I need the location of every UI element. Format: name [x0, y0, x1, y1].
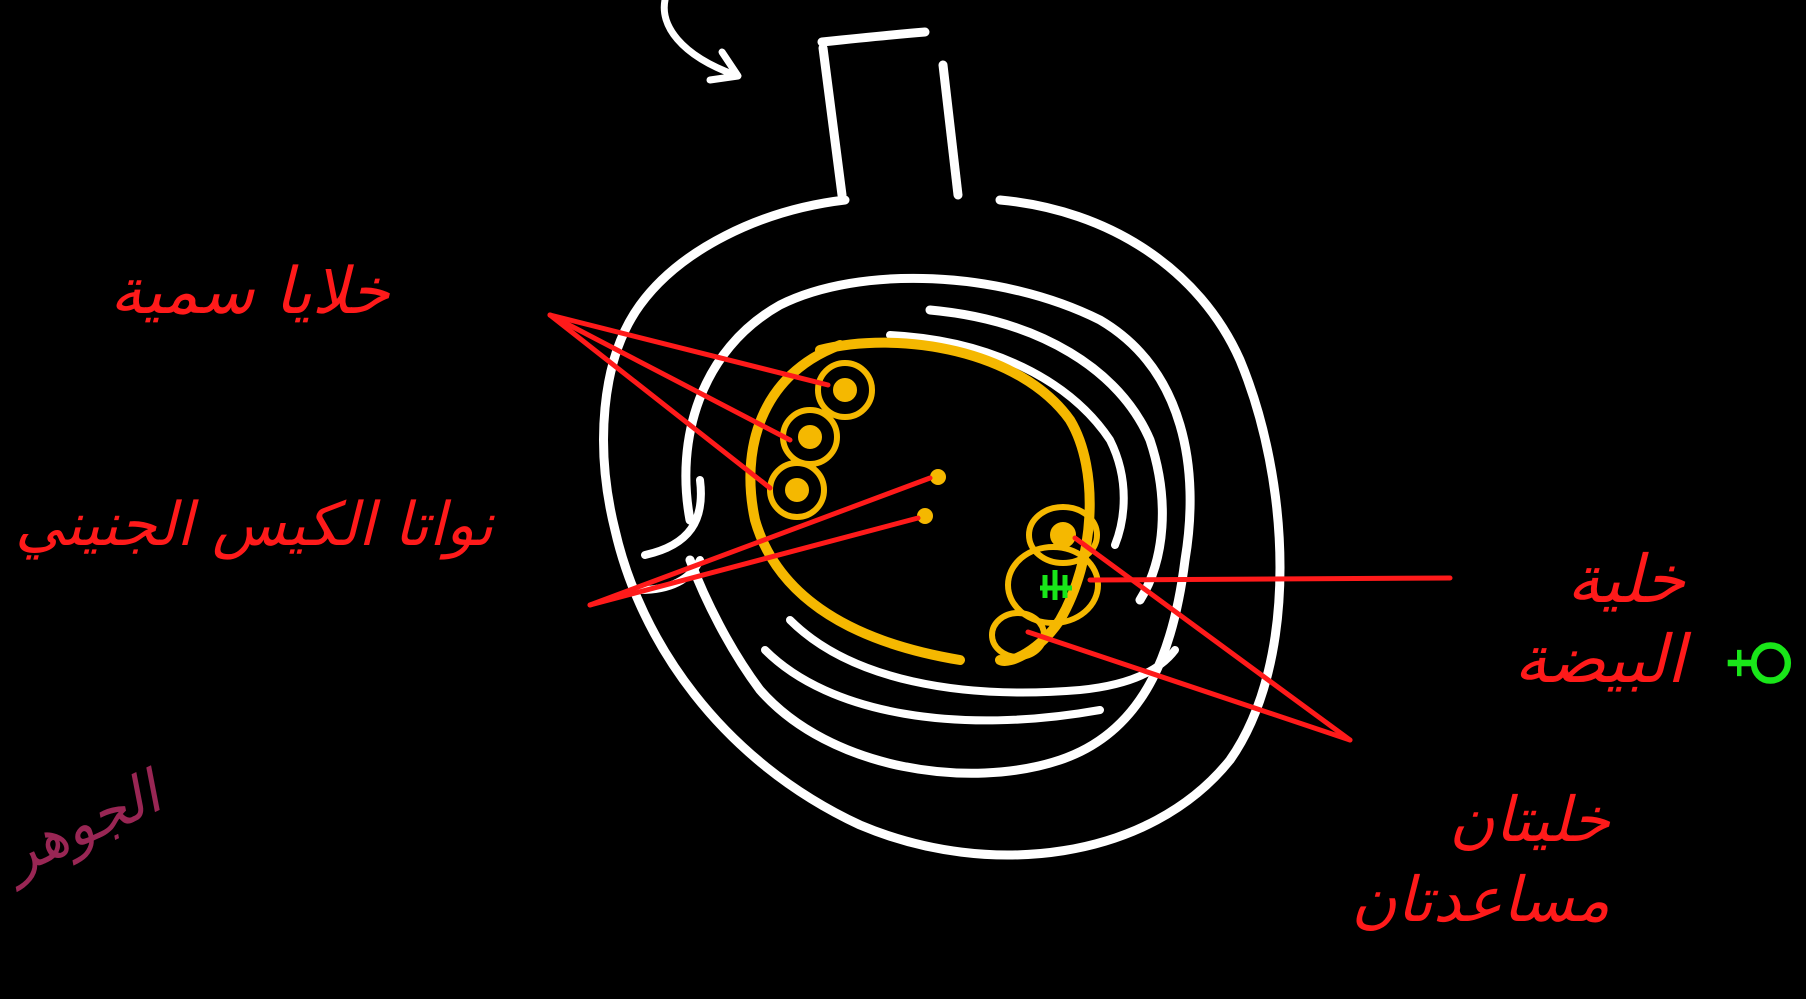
egg-cell-label: خلية البيضة — [1455, 540, 1685, 700]
synergids-label: خليتان مساعدتان — [1310, 780, 1610, 940]
antipodal-cells-label: خلايا سمية — [110, 255, 390, 329]
embryo-sac-nuclei-label: نواتا الكيس الجنيني — [15, 490, 493, 560]
female-symbol: ♀ — [1719, 636, 1805, 690]
